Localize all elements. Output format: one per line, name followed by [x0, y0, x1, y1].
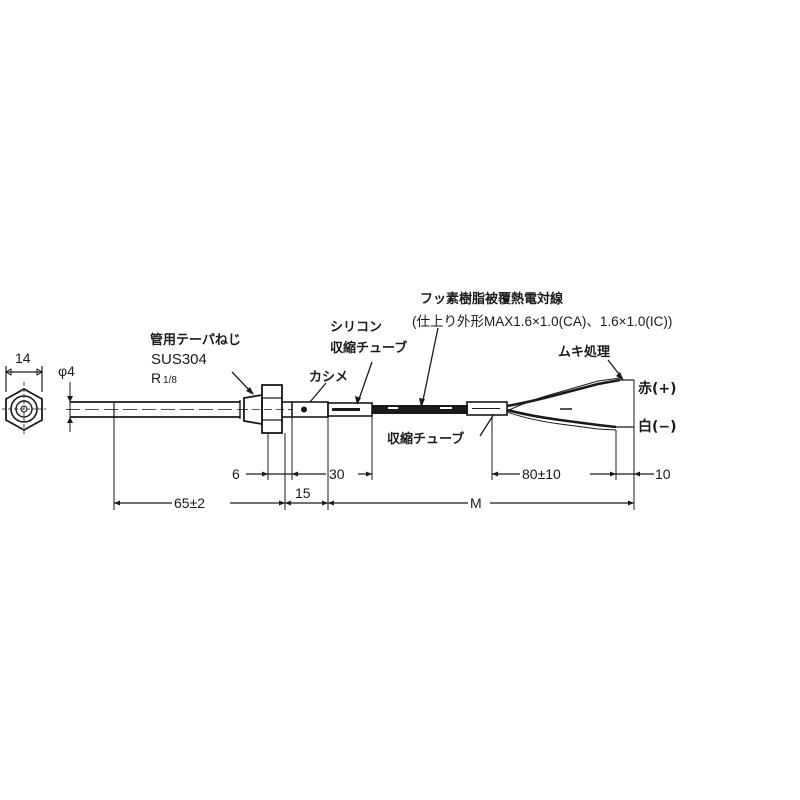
label-silicone-1: シリコン [330, 320, 382, 335]
dimension-arrows [114, 471, 640, 506]
dim-10: 10 [655, 466, 671, 482]
dim-15: 15 [295, 485, 311, 501]
label-taper-thread: 管用テーパねじ [150, 332, 241, 348]
label-thread-size-r: R [151, 370, 161, 386]
extension-lines [113, 380, 635, 510]
dim-80: 80±10 [522, 466, 561, 482]
leads [506, 377, 634, 431]
crimp-and-tube [291, 401, 373, 418]
label-wire-2: (仕上り外形MAX1.6×1.0(CA)、1.6×1.0(IC)) [412, 314, 672, 329]
label-white-lead: 白(−) [638, 418, 677, 435]
dimension-lines [114, 473, 654, 504]
sheath [66, 401, 240, 418]
fitting [239, 384, 292, 434]
label-crimp: カシメ [309, 370, 348, 385]
label-wire-1: フッ素樹脂被覆熱電対線 [420, 291, 564, 307]
hex-width-dim: 14 [15, 350, 31, 366]
dim-65: 65±2 [174, 495, 205, 511]
label-material: SUS304 [151, 351, 207, 368]
diameter-dim: φ4 [58, 363, 75, 379]
leader-lines [231, 327, 624, 437]
label-red-lead: 赤(+) [638, 381, 677, 397]
dim-M: M [470, 495, 482, 511]
label-shrink-tube: 収縮チューブ [387, 431, 464, 447]
dim-30: 30 [329, 466, 345, 482]
label-silicone-2: 収縮チューブ [330, 340, 407, 356]
wire [372, 401, 508, 416]
label-thread-size-frac: 1/8 [163, 375, 177, 386]
dim-6: 6 [232, 466, 240, 482]
hex-end-view: 14 φ4 [2, 350, 75, 436]
label-strip: ムキ処理 [558, 344, 610, 360]
